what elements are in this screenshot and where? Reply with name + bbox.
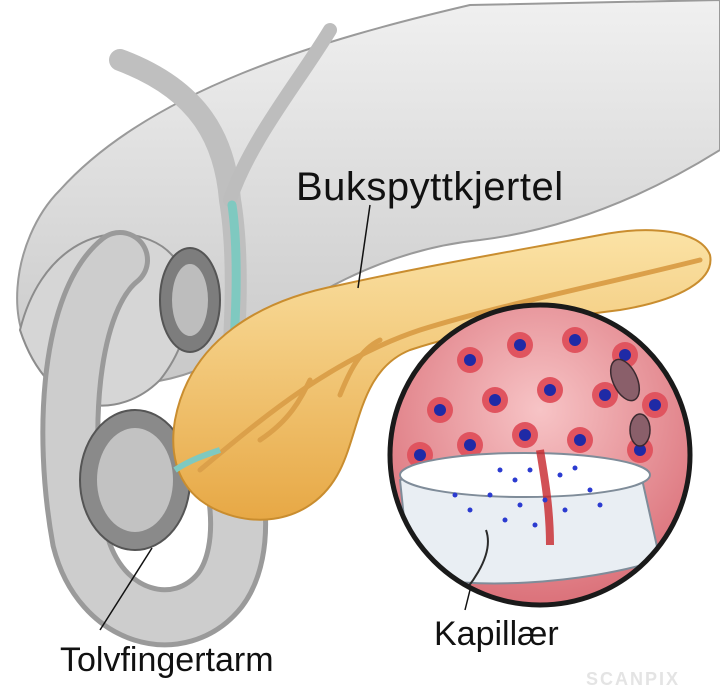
capillary-label: Kapillær (434, 615, 559, 654)
watermark: SCANPIX (586, 669, 680, 690)
duodenum-label: Tolvfingertarm (60, 641, 274, 680)
pancreas-label: Bukspyttkjertel (296, 165, 564, 210)
